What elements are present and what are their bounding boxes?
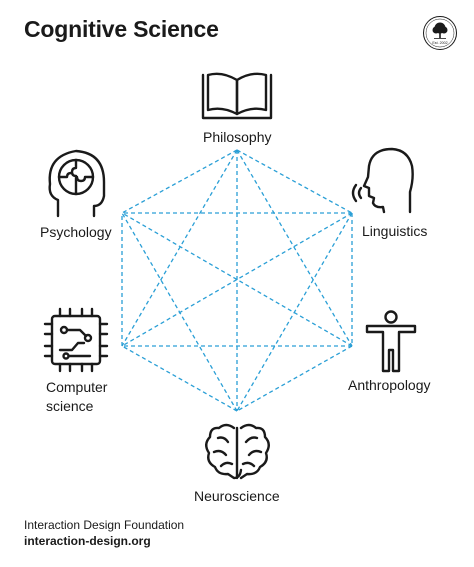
node-label-philosophy: Philosophy xyxy=(203,129,272,145)
node-label-neuroscience: Neuroscience xyxy=(194,488,280,504)
chip-icon xyxy=(43,307,109,373)
node-label-psychology: Psychology xyxy=(40,224,112,240)
footer-website: interaction-design.org xyxy=(24,534,151,548)
speaking-head-icon xyxy=(351,147,414,214)
connector-lines xyxy=(121,149,353,412)
book-icon xyxy=(201,72,273,120)
connector-anthropology-psychology xyxy=(121,212,353,347)
connector-neuroscience-psychology xyxy=(121,212,238,412)
connector-philosophy-psychology xyxy=(121,149,238,214)
footer-organization: Interaction Design Foundation xyxy=(24,518,185,532)
puzzle-head-icon xyxy=(48,149,106,218)
connector-philosophy-anthropology xyxy=(236,149,353,347)
node-label-linguistics: Linguistics xyxy=(362,223,428,239)
connector-linguistics-computer-science xyxy=(121,212,353,347)
seal-text: Est. 2002 xyxy=(432,41,447,45)
connector-philosophy-computer-science xyxy=(121,149,238,347)
connector-neuroscience-computer-science xyxy=(121,345,238,412)
node-label-computer-science-line2: science xyxy=(46,398,94,414)
tree-seal-icon: Est. 2002 xyxy=(423,16,457,50)
connector-philosophy-linguistics xyxy=(236,149,353,214)
node-label-anthropology: Anthropology xyxy=(348,377,431,393)
page-title: Cognitive Science xyxy=(24,16,219,42)
connector-anthropology-neuroscience xyxy=(236,345,353,412)
person-icon xyxy=(365,310,417,373)
node-label-computer-science-line1: Computer xyxy=(46,379,108,395)
brain-icon xyxy=(205,423,270,480)
